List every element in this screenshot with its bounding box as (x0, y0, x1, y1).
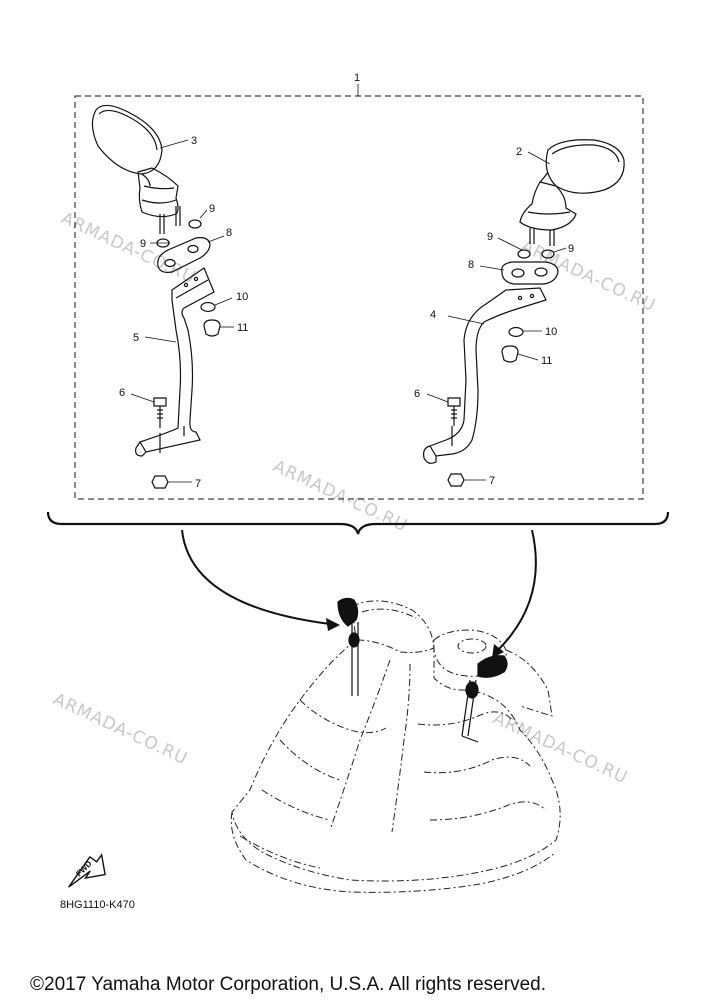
callout-7-right: 7 (489, 475, 495, 487)
callout-7-left: 7 (195, 478, 201, 490)
callout-6-left: 6 (119, 387, 125, 399)
bolt-6-left (153, 397, 167, 407)
callout-9-left-b: 9 (140, 238, 146, 250)
watermark-text: ARMADA-CO.RU (490, 708, 631, 788)
fwd-arrow-icon: FWD (68, 853, 106, 888)
arrowhead-right (492, 644, 504, 658)
mirror-head-right (545, 139, 625, 194)
arrowhead-left (326, 618, 340, 631)
installed-mirror-right (477, 655, 508, 678)
callout-3: 3 (191, 135, 197, 147)
installed-mirror-left (337, 597, 359, 627)
mirror-boot-right (519, 181, 577, 231)
part-code: 8HG1110-K470 (60, 899, 135, 911)
callout-2: 2 (516, 146, 522, 158)
snowmobile-hood (230, 600, 561, 893)
watermark-text: ARMADA-CO.RU (50, 689, 191, 769)
callout-9-left-a: 9 (209, 203, 215, 215)
callout-5: 5 (133, 332, 139, 344)
installed-mirrors (337, 597, 508, 743)
watermarks: ARMADA-CO.RU ARMADA-CO.RU ARMADA-CO.RU A… (50, 208, 659, 788)
washer-right-b (541, 249, 555, 259)
washer-left-b (188, 219, 202, 229)
washer-10-right (508, 326, 524, 338)
grommet-11-right (501, 345, 519, 363)
grouping-brace (46, 511, 670, 535)
callout-11-left: 11 (237, 322, 248, 334)
mirror-stay-right (429, 287, 547, 457)
callout-8-right: 8 (468, 259, 474, 271)
bolt-6-right (447, 397, 461, 407)
washer-10-left (200, 301, 216, 313)
grommet-11-left (203, 319, 221, 337)
callout-9-right-b: 9 (568, 243, 574, 255)
mount-plate-left (157, 237, 211, 273)
kit-boundary-box (74, 95, 644, 500)
right-mirror-assembly (423, 139, 625, 487)
callout-4: 4 (430, 309, 436, 321)
left-mirror-assembly (91, 104, 221, 489)
copyright-notice: ©2017 Yamaha Motor Corporation, U.S.A. A… (30, 974, 546, 995)
left-leaders (130, 139, 234, 483)
watermark-text: ARMADA-CO.RU (58, 208, 199, 288)
callout-8-left: 8 (226, 227, 232, 239)
mirror-stay-left (139, 267, 215, 453)
nut-7-left (151, 475, 169, 489)
washer-right-a (517, 249, 531, 259)
installation-arrows (181, 529, 537, 651)
callout-10-right: 10 (545, 326, 557, 338)
right-leaders (426, 151, 567, 481)
callout-9-right-a: 9 (487, 231, 493, 243)
callout-6-right: 6 (414, 388, 420, 400)
nut-7-right (447, 473, 465, 487)
mirror-head-left (91, 104, 163, 175)
callout-11-right: 11 (541, 355, 552, 367)
callout-10-left: 10 (236, 291, 248, 303)
callout-1: 1 (354, 72, 360, 84)
mount-plate-right (501, 261, 559, 285)
